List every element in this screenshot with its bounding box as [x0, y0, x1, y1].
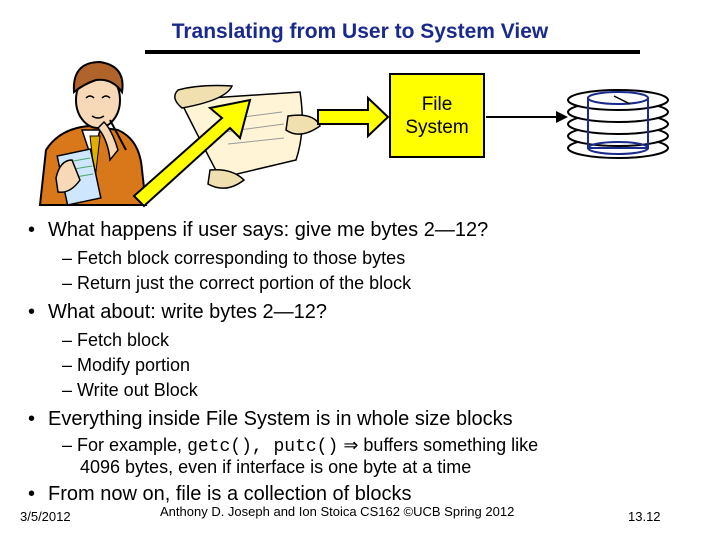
footer-date: 3/5/2012 — [20, 509, 71, 524]
code-snippet: getc(), putc() — [187, 437, 339, 457]
slide-title: Translating from User to System View — [171, 20, 549, 43]
bullet-4: • From now on, file is a collection of bl… — [28, 483, 412, 506]
footer-credit: Anthony D. Joseph and Ion Stoica CS162 ©… — [160, 504, 515, 519]
arrow-fs-to-disk — [486, 111, 568, 123]
bullet-text: From now on, file is a collection of blo… — [48, 483, 412, 505]
implies-icon: ⇒ — [343, 435, 359, 455]
thinking-person-icon — [38, 60, 148, 206]
file-system-box: File System — [389, 73, 485, 158]
bullet-glyph: • — [28, 301, 36, 323]
sub-bullet: – Modify portion — [62, 355, 191, 375]
title-divider — [145, 50, 640, 54]
bullet-2: • What about: write bytes 2—12? — [28, 301, 327, 324]
bullet-text: What happens if user says: give me bytes… — [48, 219, 489, 241]
sub-bullet-example: – For example, getc(), putc() ⇒ buffers … — [62, 435, 538, 457]
sub-bullet: – Fetch block — [62, 330, 170, 350]
fs-label-line2: System — [405, 116, 469, 138]
arrow-user-to-scroll — [132, 98, 252, 208]
illustration — [38, 60, 669, 208]
slide-number: 13.12 — [628, 509, 661, 524]
bullet-text: Everything inside File System is in whol… — [48, 408, 513, 430]
bullet-glyph: • — [28, 219, 36, 241]
sub-bullet: – Write out Block — [62, 380, 198, 400]
example-suffix: buffers something like — [363, 435, 539, 455]
fs-label-line1: File — [421, 93, 453, 115]
bullet-3: • Everything inside File System is in who… — [28, 408, 513, 431]
arrow-scroll-to-fs — [317, 95, 390, 139]
sub-bullet: – Return just the correct portion of the… — [62, 273, 412, 293]
disk-stack-icon — [567, 89, 669, 159]
example-prefix: – For example, — [62, 435, 188, 455]
bullet-glyph: • — [28, 483, 36, 505]
bullet-glyph: • — [28, 408, 36, 430]
sub-bullet-continuation: 4096 bytes, even if interface is one byt… — [80, 457, 472, 477]
sub-bullet: – Fetch block corresponding to those byt… — [62, 248, 406, 268]
bullet-1: • What happens if user says: give me byte… — [28, 219, 488, 242]
bullet-text: What about: write bytes 2—12? — [48, 301, 328, 323]
